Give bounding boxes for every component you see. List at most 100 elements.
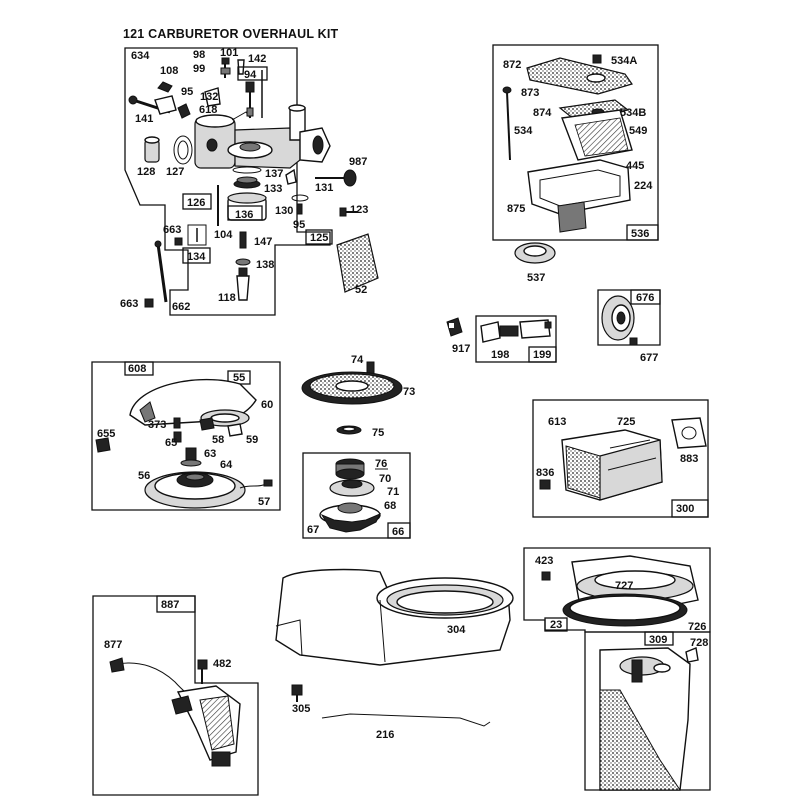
ignition-group: 887 877 482 bbox=[92, 595, 259, 796]
part-304-blower-housing bbox=[275, 568, 514, 666]
label-423: 423 bbox=[535, 555, 553, 567]
label-67: 67 bbox=[307, 524, 319, 536]
label-68: 68 bbox=[384, 500, 396, 512]
part-305-screw bbox=[291, 684, 303, 702]
label-108: 108 bbox=[160, 65, 178, 77]
label-874: 874 bbox=[533, 107, 552, 119]
part-917-clip bbox=[446, 317, 463, 337]
box-608 bbox=[124, 361, 154, 376]
part-74-screw bbox=[366, 361, 375, 375]
label-534B: 534B bbox=[620, 107, 646, 119]
label-534A: 534A bbox=[611, 55, 637, 67]
box-676 bbox=[630, 289, 661, 305]
label-99: 99 bbox=[193, 63, 205, 75]
box-536 bbox=[626, 224, 659, 241]
part-618-spring bbox=[177, 103, 191, 119]
part-128-cup bbox=[144, 136, 160, 163]
label-71: 71 bbox=[387, 486, 399, 498]
label-59: 59 bbox=[246, 434, 258, 446]
part-52-gasket bbox=[336, 233, 379, 293]
label-875: 875 bbox=[507, 203, 525, 215]
label-123: 123 bbox=[350, 204, 368, 216]
label-836: 836 bbox=[536, 467, 554, 479]
label-57: 57 bbox=[258, 496, 270, 508]
blower-housing-group: 304 305 216 bbox=[275, 568, 514, 741]
label-95-b: 95 bbox=[293, 219, 305, 231]
label-917: 917 bbox=[452, 343, 470, 355]
carburetor-body bbox=[194, 104, 331, 169]
label-133: 133 bbox=[264, 183, 282, 195]
label-877: 877 bbox=[104, 639, 122, 651]
box-134 bbox=[182, 247, 211, 264]
part-67-68-rotor bbox=[319, 502, 382, 533]
label-216: 216 bbox=[376, 729, 394, 741]
label-613: 613 bbox=[548, 416, 566, 428]
label-125: 125 bbox=[310, 232, 328, 244]
clutch-group: 76 70 71 68 67 66 bbox=[302, 452, 411, 539]
label-64: 64 bbox=[220, 459, 233, 471]
label-23: 23 bbox=[550, 619, 562, 631]
box-608-outline bbox=[91, 361, 281, 511]
label-534: 534 bbox=[514, 125, 533, 137]
box-136 bbox=[227, 205, 263, 221]
part-142-needle bbox=[245, 70, 263, 118]
box-727-outline bbox=[523, 547, 711, 633]
part-883-gasket bbox=[671, 417, 707, 449]
part-872-cover bbox=[526, 57, 633, 95]
part-662-link bbox=[144, 237, 183, 308]
kit-title: 121 CARBURETOR OVERHAUL KIT bbox=[123, 27, 339, 41]
label-883: 883 bbox=[680, 453, 698, 465]
box-66-outline bbox=[302, 452, 411, 539]
label-76: 76 bbox=[375, 458, 387, 470]
carburetor-group: 121 CARBURETOR OVERHAUL KIT bbox=[120, 27, 379, 316]
label-727: 727 bbox=[615, 580, 633, 592]
label-134: 134 bbox=[187, 251, 206, 263]
label-131: 131 bbox=[315, 182, 333, 194]
part-987-131-screw bbox=[285, 168, 357, 187]
box-309 bbox=[644, 631, 674, 646]
label-74: 74 bbox=[351, 354, 364, 366]
label-987: 987 bbox=[349, 156, 367, 168]
box-887 bbox=[156, 595, 196, 613]
part-76-housing bbox=[335, 458, 365, 480]
box-126 bbox=[182, 193, 212, 210]
part-836-screw bbox=[539, 479, 551, 490]
label-655: 655 bbox=[97, 428, 115, 440]
box-198-outline bbox=[475, 315, 557, 363]
part-534-stud bbox=[506, 91, 511, 161]
part-63-spring bbox=[185, 447, 197, 461]
label-63: 63 bbox=[204, 448, 216, 460]
kit-outline bbox=[124, 47, 331, 316]
part-108-lever bbox=[157, 81, 173, 93]
part-64-washer bbox=[180, 459, 202, 467]
label-56: 56 bbox=[138, 470, 150, 482]
box-300 bbox=[671, 499, 709, 518]
label-73: 73 bbox=[403, 386, 415, 398]
float-bowl-136 bbox=[227, 166, 267, 221]
label-94: 94 bbox=[244, 69, 257, 81]
part-134-float bbox=[187, 224, 207, 246]
label-70: 70 bbox=[379, 473, 391, 485]
label-872: 872 bbox=[503, 59, 521, 71]
part-70-ball bbox=[329, 479, 375, 497]
box-199 bbox=[528, 346, 557, 363]
label-537: 537 bbox=[527, 272, 545, 284]
box-300-outline bbox=[532, 399, 709, 518]
label-662: 662 bbox=[172, 301, 190, 313]
box-94 bbox=[237, 66, 268, 81]
part-198-fitting bbox=[480, 319, 552, 343]
label-141: 141 bbox=[135, 113, 153, 125]
label-118: 118 bbox=[218, 292, 236, 304]
label-60: 60 bbox=[261, 399, 273, 411]
label-663-b: 663 bbox=[120, 298, 138, 310]
label-127: 127 bbox=[166, 166, 184, 178]
label-95-a: 95 bbox=[181, 86, 193, 98]
flywheel-group: 423 727 23 726 309 728 bbox=[523, 547, 711, 791]
starter-group: 608 55 60 373 65 58 59 655 63 64 56 57 bbox=[91, 361, 281, 511]
label-309: 309 bbox=[649, 634, 667, 646]
label-728: 728 bbox=[690, 637, 708, 649]
part-309-cylinder bbox=[599, 647, 691, 791]
label-128: 128 bbox=[137, 166, 155, 178]
part-423-screw bbox=[541, 571, 551, 581]
part-98-99-101-screws bbox=[220, 57, 245, 78]
